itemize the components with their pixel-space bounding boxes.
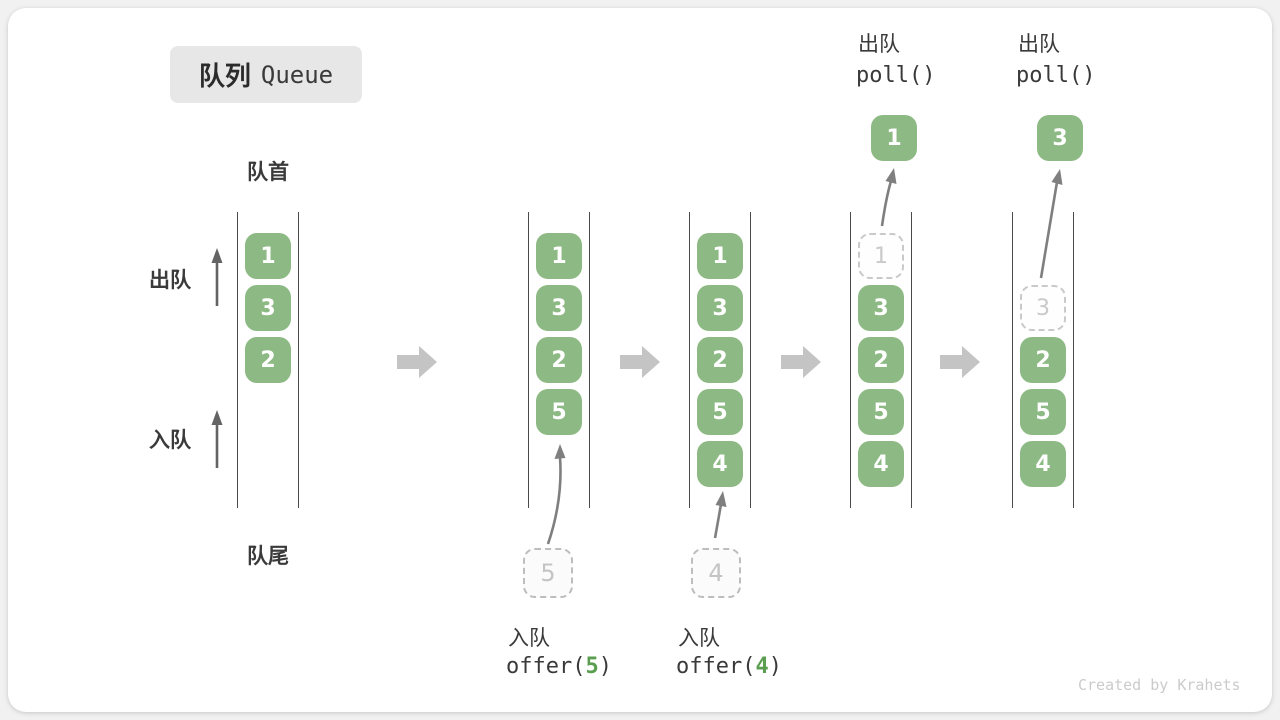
queue-column-after-poll-1: 1 3 2 5 4 [850,212,912,508]
queue-block: 2 [858,337,904,383]
enqueue-curve-arrow-icon [546,444,566,545]
label-dequeue-side: 出队 [149,268,191,292]
queue-block: 3 [536,285,582,331]
result-value-box: 1 [871,115,917,161]
op-label-poll-3: 出队 [1018,32,1060,56]
queue-column-initial: 1 3 2 [237,212,299,508]
queue-block: 5 [536,389,582,435]
queue-block: 1 [245,233,291,279]
queue-block: 5 [1020,389,1066,435]
flow-arrow-icon [781,346,821,378]
dequeue-curve-arrow-icon [1039,169,1063,279]
queue-column-after-offer-5: 1 3 2 5 [528,212,590,508]
op-code-offer-5: offer(5) [506,654,612,679]
op-label-enqueue-4: 入队 [678,626,720,650]
op-code-poll-3: poll() [1016,63,1096,88]
dequeue-curve-arrow-icon [880,168,897,227]
title-en: Queue [260,60,334,89]
queue-block: 4 [858,441,904,487]
incoming-value-box: 4 [691,548,741,598]
code-close: ) [768,654,782,679]
queue-block: 2 [697,337,743,383]
queue-block: 4 [697,441,743,487]
op-code-poll-1: poll() [856,63,936,88]
incoming-value-box: 5 [523,548,573,598]
queue-block: 3 [858,285,904,331]
queue-block: 5 [858,389,904,435]
removed-block-ghost: 1 [858,233,904,279]
queue-block: 3 [245,285,291,331]
code-arg: 5 [585,654,599,679]
code-close: ) [598,654,612,679]
queue-block: 5 [697,389,743,435]
flow-arrow-icon [940,346,980,378]
queue-column-after-offer-4: 1 3 2 5 4 [689,212,751,508]
label-queue-front: 队首 [247,160,289,184]
removed-block-ghost: 3 [1020,285,1066,331]
result-value-box: 3 [1037,115,1083,161]
queue-block: 3 [697,285,743,331]
watermark: Created by Krahets [1078,676,1241,694]
code-fn: offer( [676,654,756,679]
title-box: 队列 Queue [170,46,362,103]
queue-block: 1 [536,233,582,279]
queue-column-after-poll-3: 3 2 5 4 [1012,212,1074,508]
label-enqueue-side: 入队 [149,428,191,452]
queue-block: 2 [245,337,291,383]
op-label-poll-1: 出队 [858,32,900,56]
op-label-enqueue-5: 入队 [508,626,550,650]
queue-block: 4 [1020,441,1066,487]
dequeue-up-arrow-icon [211,248,223,306]
code-arg: 4 [755,654,769,679]
queue-block: 1 [697,233,743,279]
queue-block: 2 [1020,337,1066,383]
code-fn: offer( [506,654,586,679]
enqueue-up-arrow-icon [211,410,223,468]
label-queue-rear: 队尾 [247,544,289,568]
enqueue-curve-arrow-icon [713,491,727,539]
queue-block: 2 [536,337,582,383]
flow-arrow-icon [620,346,660,378]
op-code-offer-4: offer(4) [676,654,782,679]
title-zh: 队列 [198,62,251,92]
flow-arrow-icon [397,346,437,378]
